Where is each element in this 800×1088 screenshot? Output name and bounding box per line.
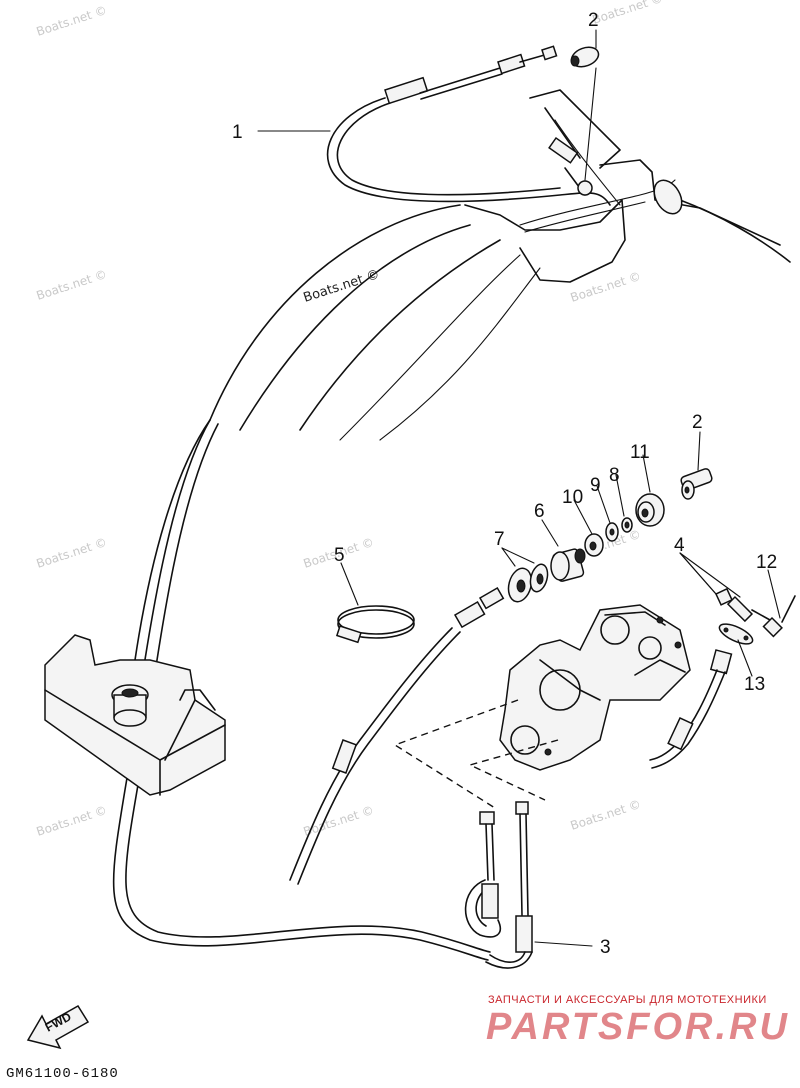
clamp-5 — [335, 605, 415, 644]
watermark: Boats.net © — [569, 269, 643, 305]
right-cable — [649, 587, 796, 769]
part-2-upper — [570, 46, 600, 68]
callout-11: 11 — [630, 442, 650, 463]
watermark: Boats.net © — [35, 3, 109, 39]
bracket-block — [44, 634, 226, 796]
watermark: Boats.net © — [591, 0, 665, 27]
callout-7: 7 — [494, 529, 505, 550]
cable-1 — [326, 45, 611, 206]
watermark: Boats.net © — [35, 267, 109, 303]
callout-8: 8 — [609, 465, 620, 486]
watermark: Boats.net © — [35, 803, 109, 839]
fwd-arrow-icon: FWD — [26, 1004, 90, 1050]
watermark: Boats.net © — [569, 797, 643, 833]
callouts: 1 2 2 3 4 5 6 7 8 9 10 11 12 13 — [232, 10, 777, 958]
callout-1: 1 — [232, 122, 243, 143]
gear-assembly — [499, 604, 691, 771]
callout-13: 13 — [744, 674, 765, 695]
watermark: Boats.net © — [302, 267, 382, 306]
callout-10: 10 — [562, 487, 583, 508]
callout-4: 4 — [674, 535, 685, 556]
watermark: Boats.net © — [35, 535, 109, 571]
callout-9: 9 — [590, 475, 601, 496]
diagram-code: GM61100-6180 — [6, 1066, 119, 1082]
callout-6: 6 — [534, 501, 545, 522]
callout-5: 5 — [334, 545, 345, 566]
brand-tagline: ЗАПЧАСТИ И АКСЕССУАРЫ ДЛЯ МОТОТЕХНИКИ — [488, 994, 767, 1006]
callout-3: 3 — [600, 937, 611, 958]
callout-12: 12 — [756, 552, 777, 573]
lower-cable — [112, 419, 491, 961]
watermark: Boats.net © — [302, 803, 376, 839]
callout-2-lower: 2 — [692, 412, 703, 433]
hull-outline — [134, 89, 791, 661]
middle-cable — [289, 586, 505, 885]
brand-logo: PARTSFOR.RU — [486, 1006, 790, 1048]
callout-2-upper: 2 — [588, 10, 599, 31]
exploded-parts — [507, 468, 713, 603]
callout-leaders — [257, 29, 781, 947]
pipe-routing — [393, 699, 559, 969]
